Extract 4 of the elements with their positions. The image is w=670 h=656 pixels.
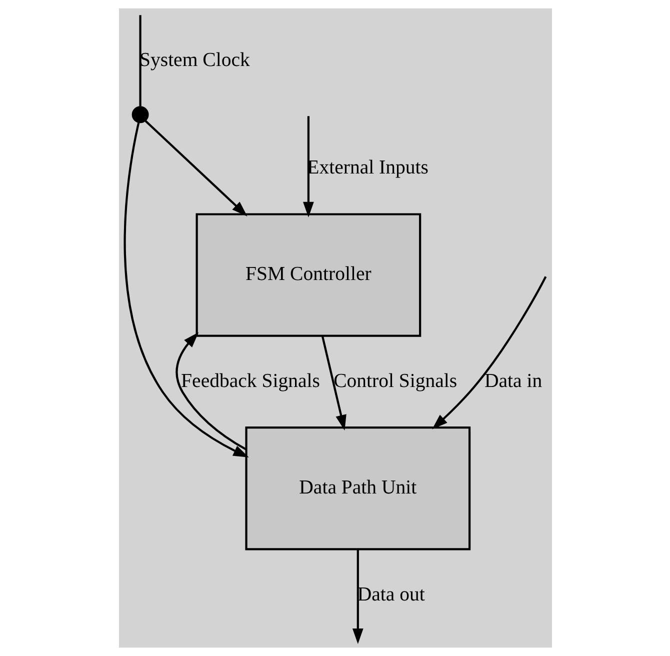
- edge-label: External Inputs: [306, 156, 428, 179]
- edge-label: Control Signals: [333, 370, 457, 392]
- edge-label: Feedback Signals: [180, 370, 320, 392]
- edge-label: Data in: [484, 370, 542, 392]
